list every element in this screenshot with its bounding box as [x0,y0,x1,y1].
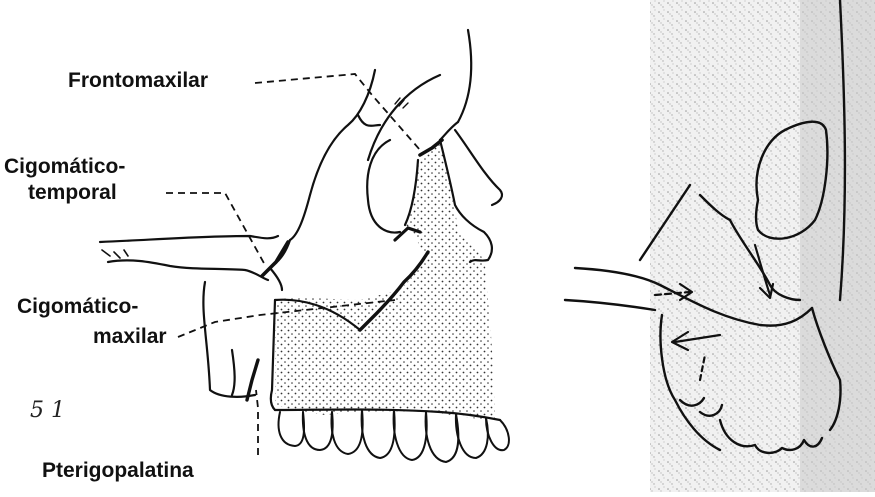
pterygoid-plate-inner [232,350,235,395]
zygomatic-bone [290,70,375,240]
zygomatic-arch-lower [108,260,268,280]
label-cigomatico-maxilar-line2: maxilar [93,326,167,348]
tooth [456,414,488,458]
skull-frontal-view [565,0,875,492]
label-cigomatico-maxilar-line1: Cigomático- [17,296,138,318]
maxilla-posterior-edge [271,300,275,410]
tooth [279,412,305,446]
tooth [486,418,509,450]
zygomaticotemporal-suture [262,242,288,276]
pterygoid-plate [203,282,255,397]
label-cigomatico-temporal-line1: Cigomático- [4,156,125,178]
label-pterigopalatina: Pterigopalatina [42,460,194,482]
tooth [303,412,333,450]
photo-darker-right [800,0,875,492]
tooth [426,412,459,462]
leader-pterigopalatina [256,390,258,455]
nasal-bone [455,130,502,205]
margin-handwritten-mark: 5 1 [30,398,65,423]
arch-end-scribble [102,250,128,258]
label-cigomatico-temporal-line2: temporal [28,182,117,204]
leader-cigomatico-temporal [166,193,265,265]
maxilla-lateral-view [100,30,509,462]
zygomatic-orbital-edge [358,115,380,126]
tooth [332,410,363,454]
tooth [394,410,427,460]
maxilla-body [275,140,495,420]
frontal-bone-outer [458,30,471,122]
orbit-rim [367,140,400,233]
leader-frontomaxilar [255,74,420,150]
tooth [362,410,395,458]
arch-lower-right [565,300,655,310]
label-frontomaxilar: Frontomaxilar [68,70,208,92]
